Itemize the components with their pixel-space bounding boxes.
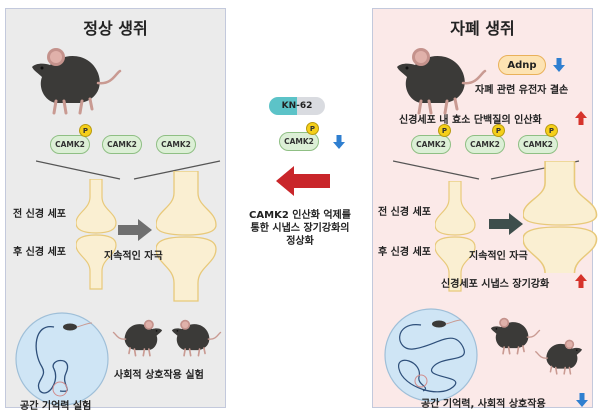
pre-neuron-label: 전 신경 세포 <box>378 207 431 218</box>
mouse-icon <box>395 46 487 115</box>
water-maze-icon <box>15 312 109 406</box>
adnp-gene-badge: Adnp <box>498 55 546 75</box>
arrow-down-icon <box>553 58 565 72</box>
phosphate-icon: P <box>545 124 558 137</box>
stimulation-arrow-icon <box>489 213 523 235</box>
synapse-after-icon <box>156 171 217 302</box>
normalization-caption: CAMK2 인산화 억제를 통한 시냅스 장기강화의 정상화 <box>249 210 351 247</box>
camk2-protein: CAMK2 <box>411 135 451 154</box>
behavior-label: 공간 기억력, 사회적 상호작용 <box>421 399 546 410</box>
ltp-label: 신경세포 시냅스 장기강화 <box>441 279 550 290</box>
mouse-icon <box>112 318 163 357</box>
synapse-before-icon <box>76 179 117 290</box>
stimulation-arrow-icon <box>118 219 152 241</box>
post-neuron-label: 후 신경 세포 <box>378 247 431 258</box>
camk2-protein: CAMK2 <box>465 135 505 154</box>
panel-title: 정상 생쥐 <box>83 19 148 38</box>
camk2-protein: CAMK2 <box>50 135 90 154</box>
pre-neuron-label: 전 신경 세포 <box>13 209 66 220</box>
water-maze-icon <box>384 308 478 402</box>
zoom-lines <box>36 160 221 180</box>
camk2-protein: CAMK2 <box>279 132 319 151</box>
normal-mouse-panel: 정상 생쥐 CAMK2 P CAMK2 CAMK2 전 신경 세포 후 신경 세… <box>5 8 226 412</box>
phosphate-icon: P <box>306 122 319 135</box>
mouse-icon <box>30 46 122 115</box>
stimulus-label: 지속적인 자극 <box>104 251 163 262</box>
arrow-down-icon <box>333 135 345 149</box>
camk2-protein: CAMK2 <box>156 135 196 154</box>
post-neuron-label: 후 신경 세포 <box>13 247 66 258</box>
autism-mouse-panel: 자폐 생쥐 Adnp 자폐 관련 유전자 결손 신경세포 내 효소 단백질의 인… <box>372 8 598 410</box>
phosphate-icon: P <box>492 124 505 137</box>
mouse-icon <box>534 338 583 375</box>
arrow-down-icon <box>576 393 588 407</box>
spatial-test-label: 공간 기억력 실험 <box>20 401 92 412</box>
phosphate-icon: P <box>438 124 451 137</box>
synapse-after-icon <box>523 161 598 273</box>
social-test-label: 사회적 상호작용 실험 <box>114 370 204 381</box>
phosphate-icon: P <box>79 124 92 137</box>
camk2-protein: CAMK2 <box>102 135 142 154</box>
enzyme-phosphorylation-label: 신경세포 내 효소 단백질의 인산화 <box>399 115 542 126</box>
arrow-up-icon <box>575 111 587 125</box>
panel-title: 자폐 생쥐 <box>450 19 515 38</box>
mouse-icon <box>171 318 222 357</box>
stimulus-label: 지속적인 자극 <box>469 251 528 262</box>
gene-deletion-label: 자폐 관련 유전자 결손 <box>475 85 569 96</box>
kn62-drug-pill: KN-62 <box>269 97 325 115</box>
normalization-arrow-icon <box>276 166 330 196</box>
camk2-protein: CAMK2 <box>518 135 558 154</box>
arrow-up-icon <box>575 274 587 288</box>
